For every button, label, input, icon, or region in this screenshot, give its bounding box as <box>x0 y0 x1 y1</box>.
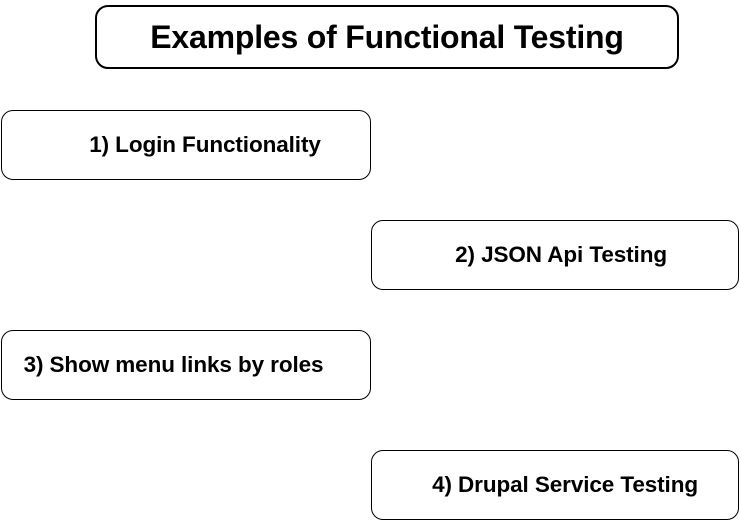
diagram-node-drupal-service-testing: 4) Drupal Service Testing <box>371 450 739 520</box>
diagram-node-json-api-testing: 2) JSON Api Testing <box>371 220 739 290</box>
diagram-node-label: 4) Drupal Service Testing <box>432 472 698 497</box>
diagram-title-box: Examples of Functional Testing <box>95 5 679 69</box>
diagram-node-label: 1) Login Functionality <box>89 132 321 157</box>
diagram-node-label: 2) JSON Api Testing <box>455 242 667 267</box>
diagram-node-show-menu-links-by-roles: 3) Show menu links by roles <box>1 330 371 400</box>
diagram-node-label: 3) Show menu links by roles <box>23 352 324 377</box>
diagram-node-login-functionality: 1) Login Functionality <box>1 110 371 180</box>
diagram-title-label: Examples of Functional Testing <box>150 18 624 55</box>
